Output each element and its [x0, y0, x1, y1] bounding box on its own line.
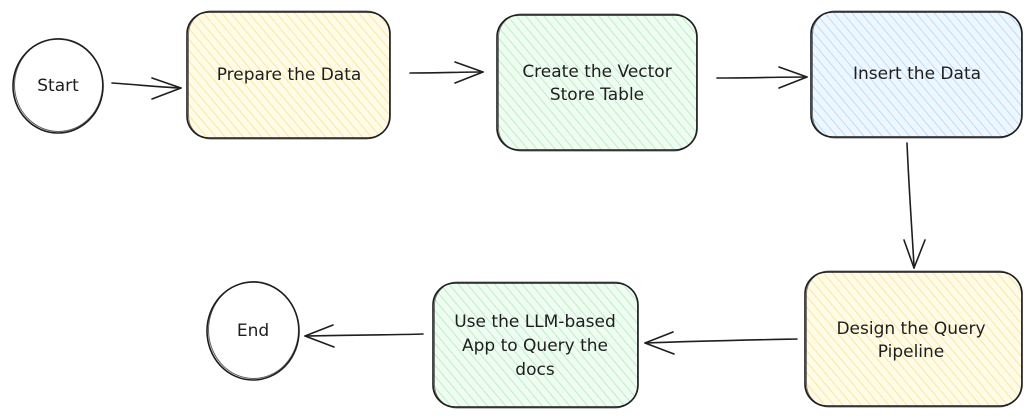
- create-vector-store-node: Create the Vector Store Table: [496, 13, 698, 152]
- use-llm-app-label-line2: App to Query the: [462, 336, 608, 356]
- arrow-design-to-use: [644, 331, 798, 355]
- end-node: End: [206, 281, 300, 381]
- end-label: End: [237, 321, 269, 341]
- start-label: Start: [37, 76, 79, 96]
- start-node: Start: [12, 38, 104, 134]
- insert-data-label: Insert the Data: [853, 64, 981, 84]
- arrow-start-to-prepare: [111, 77, 182, 100]
- create-vector-store-label-line2: Store Table: [550, 85, 644, 105]
- arrow-use-to-end: [304, 324, 424, 348]
- arrow-create-to-insert: [716, 66, 808, 89]
- prepare-data-node: Prepare the Data: [186, 10, 391, 140]
- use-llm-app-node: Use the LLM-based App to Query the docs: [432, 281, 639, 409]
- design-query-pipeline-node: Design the Query Pipeline: [804, 270, 1023, 408]
- use-llm-app-label-line1: Use the LLM-based: [454, 312, 616, 332]
- design-query-label-line1: Design the Query: [836, 319, 985, 339]
- design-query-label-line2: Pipeline: [878, 342, 945, 362]
- insert-data-node: Insert the Data: [810, 10, 1023, 139]
- use-llm-app-label-line3: docs: [515, 360, 555, 380]
- arrow-insert-to-design: [903, 142, 926, 269]
- create-vector-store-label-line1: Create the Vector: [522, 62, 671, 82]
- arrow-prepare-to-create: [409, 61, 484, 84]
- prepare-data-label: Prepare the Data: [217, 65, 362, 85]
